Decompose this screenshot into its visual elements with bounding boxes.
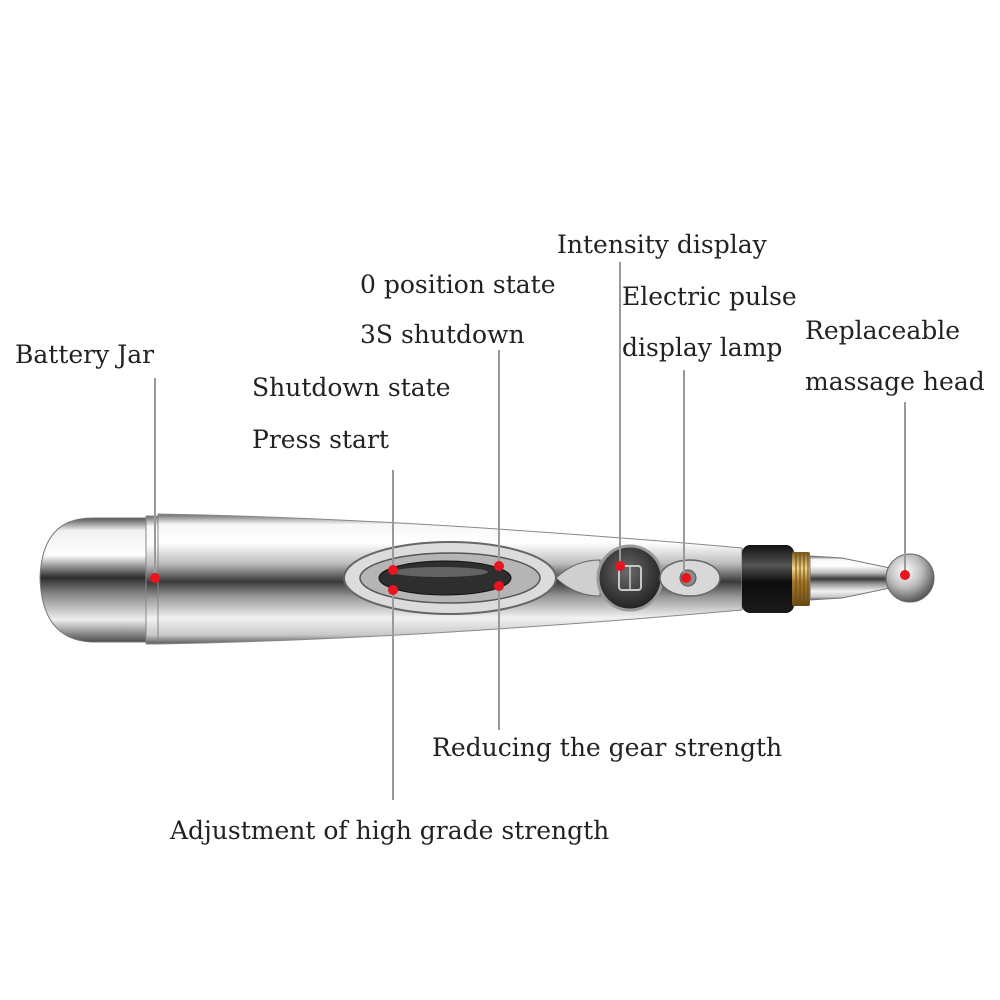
button-highlight [392,567,488,577]
label-press-start: Press start [252,425,389,454]
label-3s-shutdown: 3S shutdown [360,320,525,349]
label-battery-jar: Battery Jar [15,340,155,369]
probe-shaft [809,555,891,601]
label-intensity-display: Intensity display [557,230,767,259]
marker-shutdown [494,561,504,571]
label-electric-pulse-1: Electric pulse [622,282,797,311]
marker-high-grade [388,585,398,595]
black-collar [742,545,794,613]
leader-lines [154,262,906,800]
battery-cap [39,517,151,643]
marker-reducing [494,581,504,591]
massage-head-ball [885,553,935,603]
label-zero-position: 0 position state [360,270,556,299]
markers [150,561,910,595]
label-replaceable-2: massage head [805,367,985,396]
label-electric-pulse-2: display lamp [622,333,783,362]
marker-intensity [615,561,625,571]
marker-pulse-lamp [681,573,691,583]
brass-ring [792,552,810,606]
marker-massage-head [900,570,910,580]
label-shutdown-state: Shutdown state [252,373,451,402]
label-reducing-gear: Reducing the gear strength [432,733,783,762]
up-down-button [378,560,512,596]
marker-battery [150,573,160,583]
brass-knurl [795,553,809,605]
label-adjustment-high: Adjustment of high grade strength [170,816,610,845]
label-replaceable-1: Replaceable [805,316,961,345]
marker-press-start [388,565,398,575]
